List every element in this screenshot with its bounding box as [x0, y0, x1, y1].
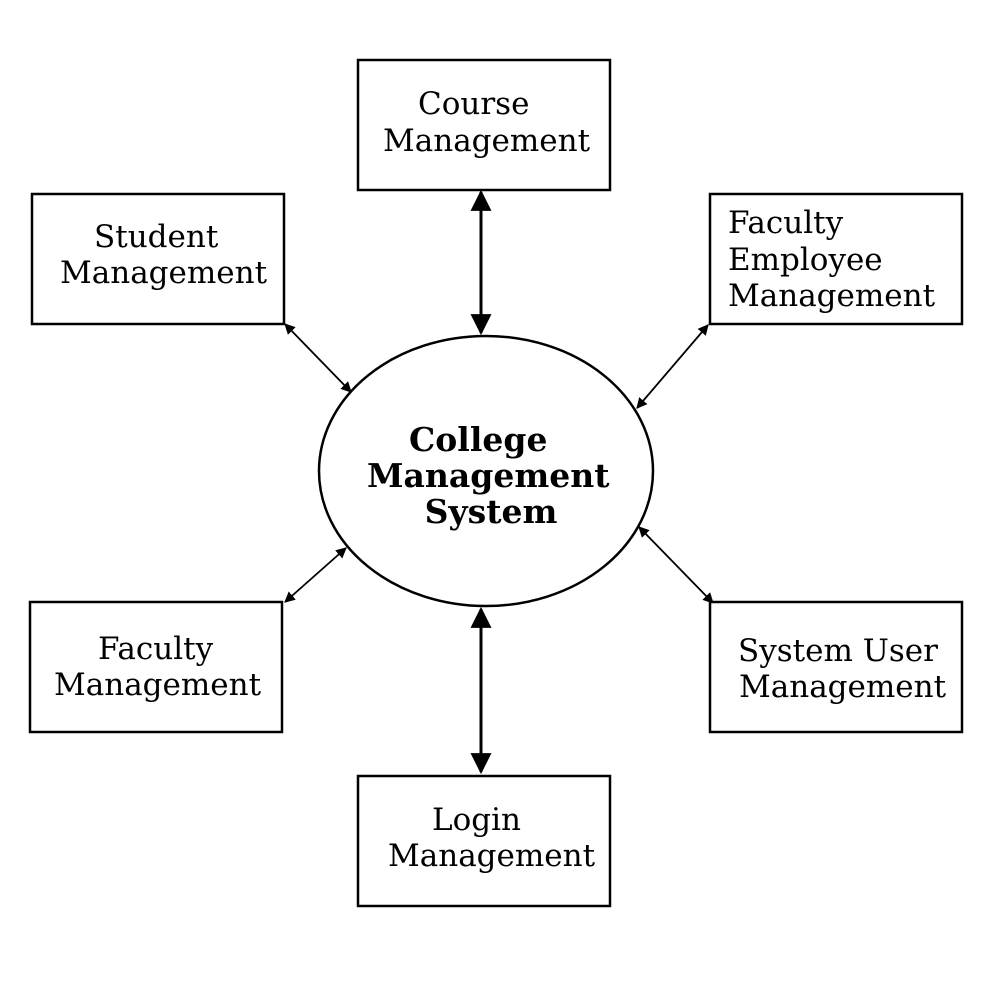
node-course-line-1: Course [418, 86, 529, 122]
node-course-line-2: Management [383, 123, 591, 159]
hub-line-1: College [409, 420, 547, 459]
node-faculty-line-2: Management [54, 667, 262, 703]
node-student-management: Student Management [30, 192, 286, 326]
node-faculty-management: Faculty Management [28, 600, 284, 734]
node-faculty-employee-line-3: Management [728, 278, 936, 314]
node-login-line-1: Login [432, 802, 521, 838]
svg-text:Login Management: Login Management [388, 802, 596, 874]
node-student-line-2: Management [60, 255, 268, 291]
hub-college-management-system: College Management System [317, 334, 655, 608]
hub-line-2: Management [367, 456, 610, 495]
node-course-management: Course Management [356, 58, 612, 192]
svg-text:Student Management: Student Management [60, 219, 268, 291]
svg-text:College Management: College Management System [367, 420, 621, 531]
node-faculty-employee-management: Faculty Employee Management [708, 192, 964, 326]
svg-text:Faculty Management: Faculty Management [54, 631, 262, 703]
node-faculty-employee-line-2: Employee [728, 242, 883, 278]
node-login-management: Login Management [356, 774, 612, 908]
svg-text:System User Management: System User Management [738, 633, 948, 705]
svg-text:Faculty Employee M: Faculty Employee Management [728, 205, 936, 314]
connector-faculty-employee [636, 324, 709, 409]
node-login-line-2: Management [388, 838, 596, 874]
hub-line-3: System [425, 492, 558, 531]
node-system-user-management: System User Management [708, 600, 964, 734]
connector-student [284, 323, 352, 393]
svg-text:Course Management: Course Management [383, 86, 591, 159]
connector-faculty [284, 547, 347, 603]
node-faculty-line-1: Faculty [98, 631, 214, 667]
node-student-line-1: Student [94, 219, 219, 255]
node-system-user-line-1: System User [738, 633, 938, 669]
node-faculty-employee-line-1: Faculty [728, 205, 844, 241]
connector-system-user [638, 526, 714, 604]
node-system-user-line-2: Management [739, 669, 947, 705]
